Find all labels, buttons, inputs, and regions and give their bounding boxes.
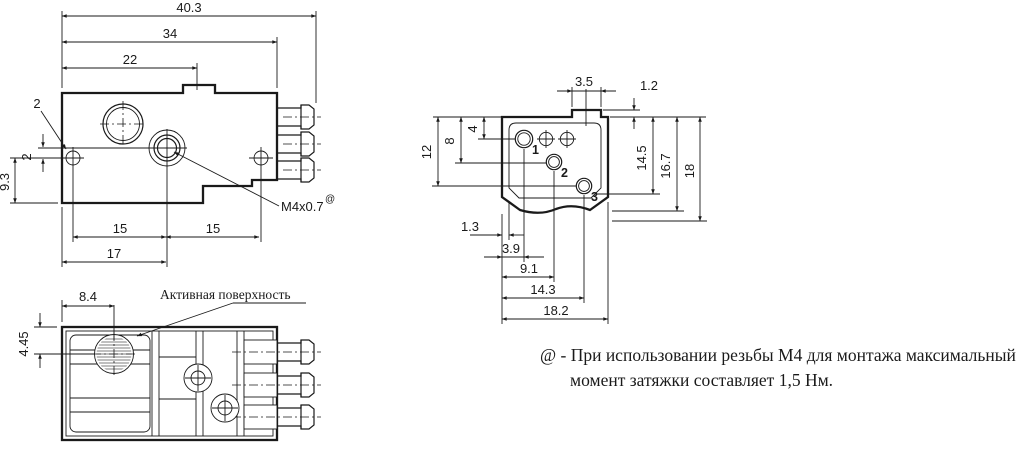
port-label-1: 1: [532, 143, 539, 157]
hole-dia-label: 2: [33, 96, 40, 111]
dim-hole-offset: 2: [19, 153, 34, 160]
dim-col3: 14.3: [530, 282, 555, 297]
dim-depth-1: 14.5: [634, 145, 649, 170]
port-hole-1: [514, 129, 534, 149]
dim-thread-offset: 17: [107, 246, 121, 261]
dim-depth-2: 16.7: [658, 153, 673, 178]
note-line-1: @ - При использовании резьбы М4 для монт…: [540, 345, 1016, 365]
note-block: @ - При использовании резьбы М4 для монт…: [540, 345, 1016, 390]
dim-body-width: 34: [163, 26, 177, 41]
top-screw-boss-1: [183, 363, 213, 393]
active-surface-circle: [92, 332, 137, 377]
side-body-outline: [500, 108, 610, 214]
active-surface-label: Активная поверхность: [160, 287, 291, 302]
dim-depth-3: 18: [682, 164, 697, 178]
dim-surface-y: 4.45: [16, 331, 31, 356]
dim-tab-offset: 22: [123, 52, 137, 67]
dim-tab-width: 3.5: [575, 74, 593, 89]
dim-row1: 4: [465, 125, 480, 132]
side-view: 1 2 3 3.5 1.2 4 8 12 14: [419, 74, 707, 324]
top-extension-lines: [34, 300, 115, 355]
side-extension-lines: [432, 87, 707, 324]
large-bore-circle: [100, 101, 146, 147]
dim-tab-height: 1.2: [640, 78, 658, 93]
vent-hole-a: [537, 130, 555, 148]
dim-col-wall: 1.3: [461, 219, 479, 234]
note-line-2: момент затяжки составляет 1,5 Нм.: [570, 370, 833, 390]
front-body-outline: [60, 83, 279, 205]
dim-col1: 3.9: [502, 241, 520, 256]
thread-label: M4x0.7: [281, 199, 324, 214]
dim-col2: 9.1: [520, 261, 538, 276]
port-hole-2: [545, 153, 563, 171]
top-screw-boss-2: [210, 393, 240, 423]
dim-row3: 12: [419, 145, 434, 159]
thread-note-ref: @: [325, 194, 335, 205]
side-dimension-lines: [436, 89, 702, 321]
front-dimension-lines: [13, 14, 317, 264]
port-label-2: 2: [561, 166, 568, 180]
front-extension-lines: [10, 11, 317, 267]
port-label-3: 3: [591, 190, 598, 204]
dim-surface-x: 8.4: [79, 289, 97, 304]
dim-width: 18.2: [543, 303, 568, 318]
vent-hole-b: [558, 130, 576, 148]
top-view: 8.4 4.45 Активная поверхность: [16, 287, 322, 442]
dim-hole-height: 9.3: [0, 173, 12, 191]
top-dimension-lines: [38, 302, 306, 368]
front-view: 40.3 34 22 2 2 9.3 15 15 17 M4x0.7 @: [0, 0, 335, 267]
dim-row2: 8: [442, 137, 457, 144]
dim-hole-spacing-left: 15: [113, 221, 127, 236]
dim-hole-spacing-right: 15: [206, 221, 220, 236]
dim-total-width: 40.3: [176, 0, 201, 15]
port-hole-3: [575, 177, 593, 195]
